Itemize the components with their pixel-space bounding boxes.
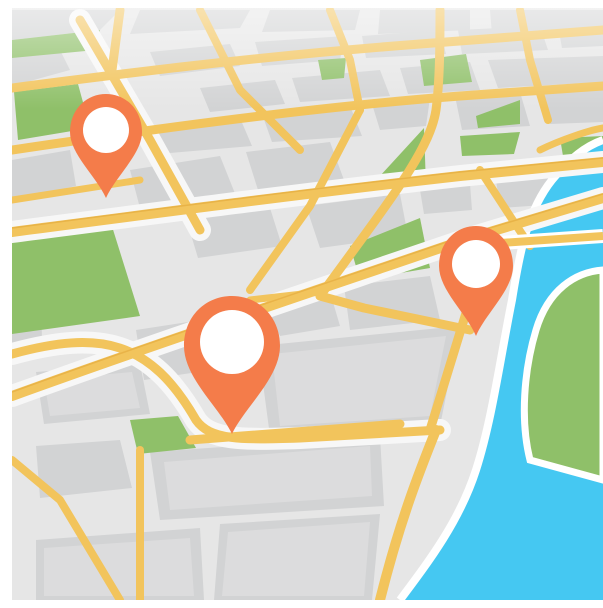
map-marker-icon xyxy=(70,94,142,198)
map-marker-icon xyxy=(439,226,513,336)
pin-right[interactable] xyxy=(439,226,513,336)
pin-center[interactable] xyxy=(184,296,280,434)
map-marker-icon xyxy=(184,296,280,434)
pin-top-left[interactable] xyxy=(70,94,142,198)
